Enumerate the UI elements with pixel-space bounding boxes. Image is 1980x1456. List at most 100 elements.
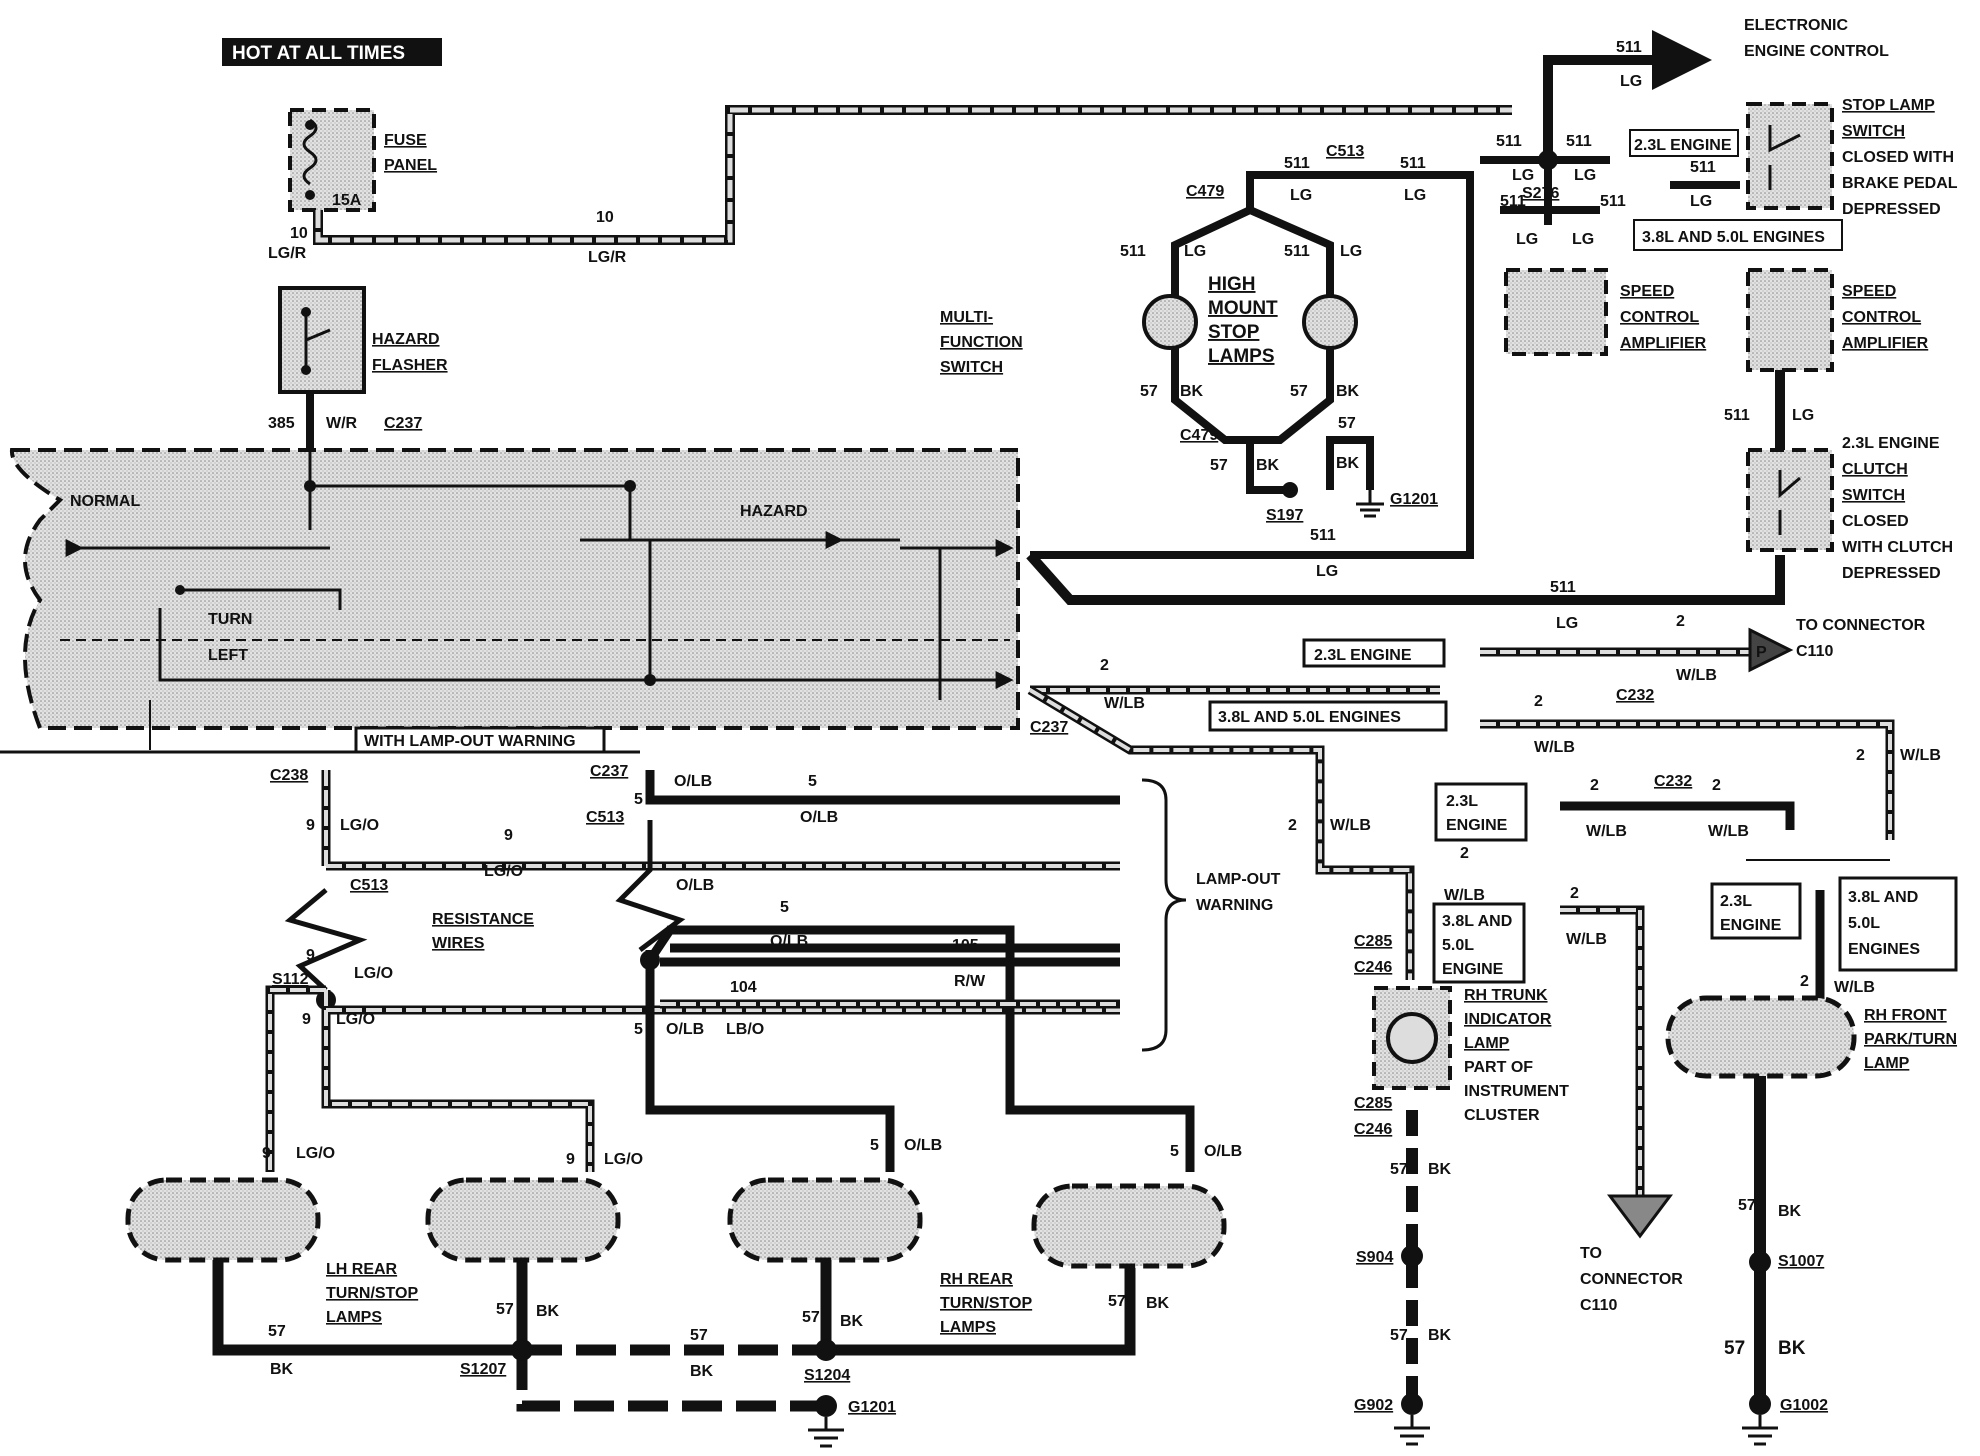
to-c110b-1: TO: [1580, 1245, 1602, 1262]
engine-38-mid-label: 3.8L AND 5.0L ENGINES: [1218, 709, 1401, 726]
lamp-out-warning-tag: WITH LAMP-OUT WARNING: [354, 726, 606, 754]
wire-10-label-mid: 10: [596, 209, 614, 226]
rear-bk-d: BK: [840, 1313, 864, 1330]
resistance-wires-1: RESISTANCE: [432, 911, 534, 928]
wire-wlb-right-label: W/LB: [1900, 747, 1941, 764]
lamp-out-brace: [1141, 778, 1187, 1052]
engine-38-box-trunk: 3.8L AND 5.0L ENGINE: [1432, 902, 1526, 984]
wire-5-top-label: 5: [808, 773, 817, 790]
engine-23-c232-2: ENGINE: [1446, 817, 1508, 834]
rh-rear-3: LAMPS: [940, 1319, 996, 1336]
wire-wlb-c232-label: W/LB: [1534, 739, 1575, 756]
rh-trunk-3: LAMP: [1464, 1035, 1510, 1052]
wire-9-lgo-rear-fill: [268, 988, 1120, 1172]
wire-57-g1201-top: [1326, 436, 1374, 490]
wire-5-c237: 5: [634, 791, 643, 808]
engine-38-trunk-2: 5.0L: [1442, 937, 1474, 954]
rh-trunk-6: CLUSTER: [1464, 1107, 1540, 1124]
engine-23-front-2: ENGINE: [1720, 917, 1782, 934]
rh-rear-lamp-1: [727, 1177, 923, 1263]
ground-g1002: G1002: [1742, 1393, 1828, 1446]
wire-9-lgo-fill: [324, 770, 1120, 868]
ground-g1002-label: G1002: [1780, 1397, 1828, 1414]
rh-trunk-4: PART OF: [1464, 1059, 1533, 1076]
wire-2-c232-fill: [1480, 722, 1892, 840]
wire-57-hm-right: 57: [1290, 383, 1308, 400]
resistance-wire-left: [284, 888, 368, 992]
front-57-a: 57: [1738, 1197, 1756, 1214]
clutch-label-6: DEPRESSED: [1842, 565, 1941, 582]
wire-57-hm-left: 57: [1140, 383, 1158, 400]
wire-wlb-mfs-label: W/LB: [1104, 695, 1145, 712]
wire-511-eec-label: 511: [1616, 39, 1642, 56]
wire-511-eec: [1543, 30, 1712, 160]
wire-lg-mfs-label: LG: [1316, 563, 1338, 580]
wire-5-rh2: 5: [1170, 1143, 1179, 1160]
wire-wlb-trunk-label: W/LB: [1330, 817, 1371, 834]
s276-lg-d: LG: [1572, 231, 1594, 248]
trunk-57-a: 57: [1390, 1161, 1408, 1178]
wire-105-label: 105: [952, 937, 979, 954]
wire-9-d: 9: [302, 1011, 311, 1028]
wire-2-trunk-label: 2: [1288, 817, 1297, 834]
wire-9-f: 9: [566, 1151, 575, 1168]
fuse-panel: FUSE PANEL 15A: [288, 108, 437, 212]
engine-23-mid-label: 2.3L ENGINE: [1314, 647, 1412, 664]
wire-lgo-f: LG/O: [604, 1151, 643, 1168]
wire-bk-g-label: BK: [1336, 455, 1360, 472]
s276-lg-c: LG: [1516, 231, 1538, 248]
engine-38-box-top: 3.8L AND 5.0L ENGINES: [1633, 219, 1843, 251]
connector-p-letter: P: [1756, 644, 1767, 661]
to-c110-label-2: C110: [1796, 643, 1833, 660]
stop-lamp-switch: STOP LAMP SWITCH CLOSED WITH BRAKE PEDAL…: [1746, 97, 1958, 218]
hot-label: HOT AT ALL TIMES: [232, 43, 405, 64]
clutch-label-2: CLUTCH: [1842, 461, 1908, 478]
mfs-label-1: MULTI-: [940, 309, 993, 326]
ground-g1201-top-label: G1201: [1390, 491, 1438, 508]
engine-23-top-label: 2.3L ENGINE: [1634, 137, 1732, 154]
front-57-b: 57: [1724, 1338, 1745, 1359]
rh-front-2: PARK/TURN: [1864, 1031, 1957, 1048]
connector-c246-top: C246: [1354, 959, 1392, 976]
wire-57-g-label: 57: [1338, 415, 1356, 432]
wire-wlb-front-label: W/LB: [1834, 979, 1875, 996]
fuse-rating: 15A: [332, 192, 362, 209]
high-mount-label-1: HIGH: [1208, 274, 1256, 295]
amp-lg-label: LG: [1792, 407, 1814, 424]
wire-olb-mid: O/LB: [770, 933, 808, 950]
wire-9-lgo-rear: [265, 985, 1120, 1172]
connector-c285-top: C285: [1354, 933, 1392, 950]
connector-c513-hm: C513: [1326, 143, 1364, 160]
splice-s197: [1282, 482, 1298, 498]
engine-23-front-1: 2.3L: [1720, 893, 1752, 910]
engine-38-front-1: 3.8L AND: [1848, 889, 1918, 906]
engine-23-box-front: 2.3L ENGINE: [1710, 882, 1802, 940]
connector-c232-b: C232: [1654, 773, 1692, 790]
trunk-bk-b: BK: [1428, 1327, 1452, 1344]
wire-2-right-label: 2: [1856, 747, 1865, 764]
wire-olb-top-label-r: O/LB: [800, 809, 838, 826]
wire-bk-hm-left: BK: [1180, 383, 1204, 400]
to-c110b-2: CONNECTOR: [1580, 1271, 1683, 1288]
rear-57-a: 57: [268, 1323, 286, 1340]
wire-57-rear-dashed: [516, 1344, 826, 1412]
s276-511-a: 511: [1496, 133, 1522, 150]
rear-57-c: 57: [690, 1327, 708, 1344]
engine-38-trunk-3: ENGINE: [1442, 961, 1504, 978]
wire-9-lgo: [321, 770, 1120, 871]
wire-2-c232b-label: 2: [1590, 777, 1599, 794]
wire-57-s197-label: 57: [1210, 457, 1228, 474]
wire-lg-c513-label: LG: [1290, 187, 1312, 204]
rh-front-1: RH FRONT: [1864, 1007, 1947, 1024]
mfs-label-3: SWITCH: [940, 359, 1003, 376]
engine-38-top-label: 3.8L AND 5.0L ENGINES: [1642, 229, 1825, 246]
clutch-label-5: WITH CLUTCH: [1842, 539, 1953, 556]
wire-olb-top-label: O/LB: [674, 773, 712, 790]
connector-c237-right: C237: [1030, 719, 1068, 736]
hazard-flasher-label-1: HAZARD: [372, 331, 440, 348]
wire-511-clutch-label: 511: [1550, 579, 1576, 596]
engine-38-front-2: 5.0L: [1848, 915, 1880, 932]
lh-rear-2: TURN/STOP: [326, 1285, 418, 1302]
splice-s1207: [511, 1339, 533, 1361]
